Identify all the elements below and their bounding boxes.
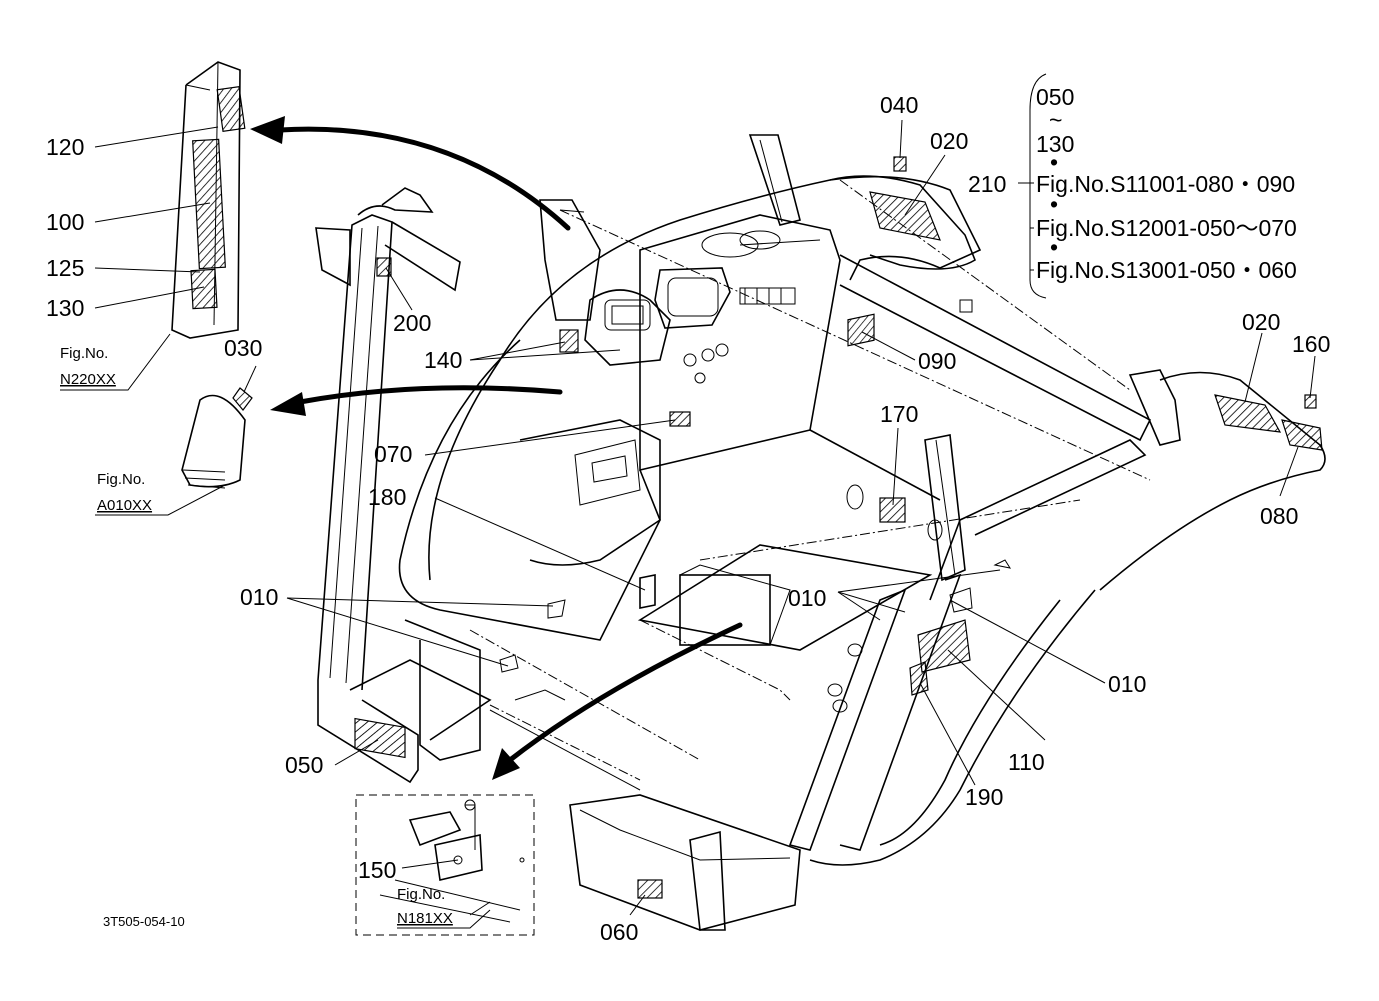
direction-arrows <box>250 116 743 780</box>
part-label-110: 110 <box>1008 749 1045 775</box>
part-label-100: 100 <box>46 209 84 235</box>
fig-ref-n220-line1: Fig.No. <box>60 345 108 362</box>
note-210-range-start: 050 <box>1036 84 1074 110</box>
part-label-040: 040 <box>880 92 918 118</box>
part-label-010-center: 010 <box>788 585 826 611</box>
note-210-line2: Fig.No.S12001-050～070 <box>1036 215 1297 241</box>
part-numbers: 120 100 125 130 200 030 140 070 180 010 … <box>46 92 1330 945</box>
fig-ref-n181-line1: Fig.No. <box>397 886 445 903</box>
part-label-010-right: 010 <box>1108 671 1146 697</box>
figure-references: Fig.No. N220XX Fig.No. A010XX Fig.No. N1… <box>60 345 453 927</box>
part-label-180: 180 <box>368 484 406 510</box>
part-label-090: 090 <box>918 348 956 374</box>
note-210-dot-1: • <box>1050 149 1058 175</box>
leader-lines <box>60 119 1316 929</box>
note-210-line1: Fig.No.S11001-080・090 <box>1036 171 1295 197</box>
drawing-code: 3T505-054-10 <box>103 914 185 929</box>
part-label-030: 030 <box>224 335 262 361</box>
fig-ref-a010-line2: A010XX <box>97 497 152 514</box>
note-210-range-end: 130 <box>1036 131 1074 157</box>
fig-ref-a010-line1: Fig.No. <box>97 471 145 488</box>
fig-ref-n220-line2: N220XX <box>60 371 116 388</box>
part-label-010-left: 010 <box>240 584 278 610</box>
note-210: 210 050 ~ 130 • Fig.No.S11001-080・090 • … <box>968 73 1297 299</box>
part-label-200: 200 <box>393 310 431 336</box>
fig-ref-n181-line2: N181XX <box>397 910 453 927</box>
part-label-070: 070 <box>374 441 412 467</box>
part-label-150: 150 <box>358 857 396 883</box>
note-210-label: 210 <box>968 171 1006 197</box>
note-210-dot-3: • <box>1050 234 1058 260</box>
cab-frame-drawing <box>171 61 1326 936</box>
part-label-130: 130 <box>46 295 84 321</box>
part-label-050: 050 <box>285 752 323 778</box>
part-label-080: 080 <box>1260 503 1298 529</box>
part-label-125: 125 <box>46 255 84 281</box>
part-label-190: 190 <box>965 784 1003 810</box>
part-label-140: 140 <box>424 347 462 373</box>
part-label-060: 060 <box>600 919 638 945</box>
part-label-170: 170 <box>880 401 918 427</box>
note-210-dot-2: • <box>1050 191 1058 217</box>
part-label-020-right: 020 <box>1242 309 1280 335</box>
note-210-tilde: ~ <box>1049 107 1062 133</box>
part-label-120: 120 <box>46 134 84 160</box>
part-label-020-top: 020 <box>930 128 968 154</box>
note-210-line3: Fig.No.S13001-050・060 <box>1036 257 1297 283</box>
part-label-160: 160 <box>1292 331 1330 357</box>
